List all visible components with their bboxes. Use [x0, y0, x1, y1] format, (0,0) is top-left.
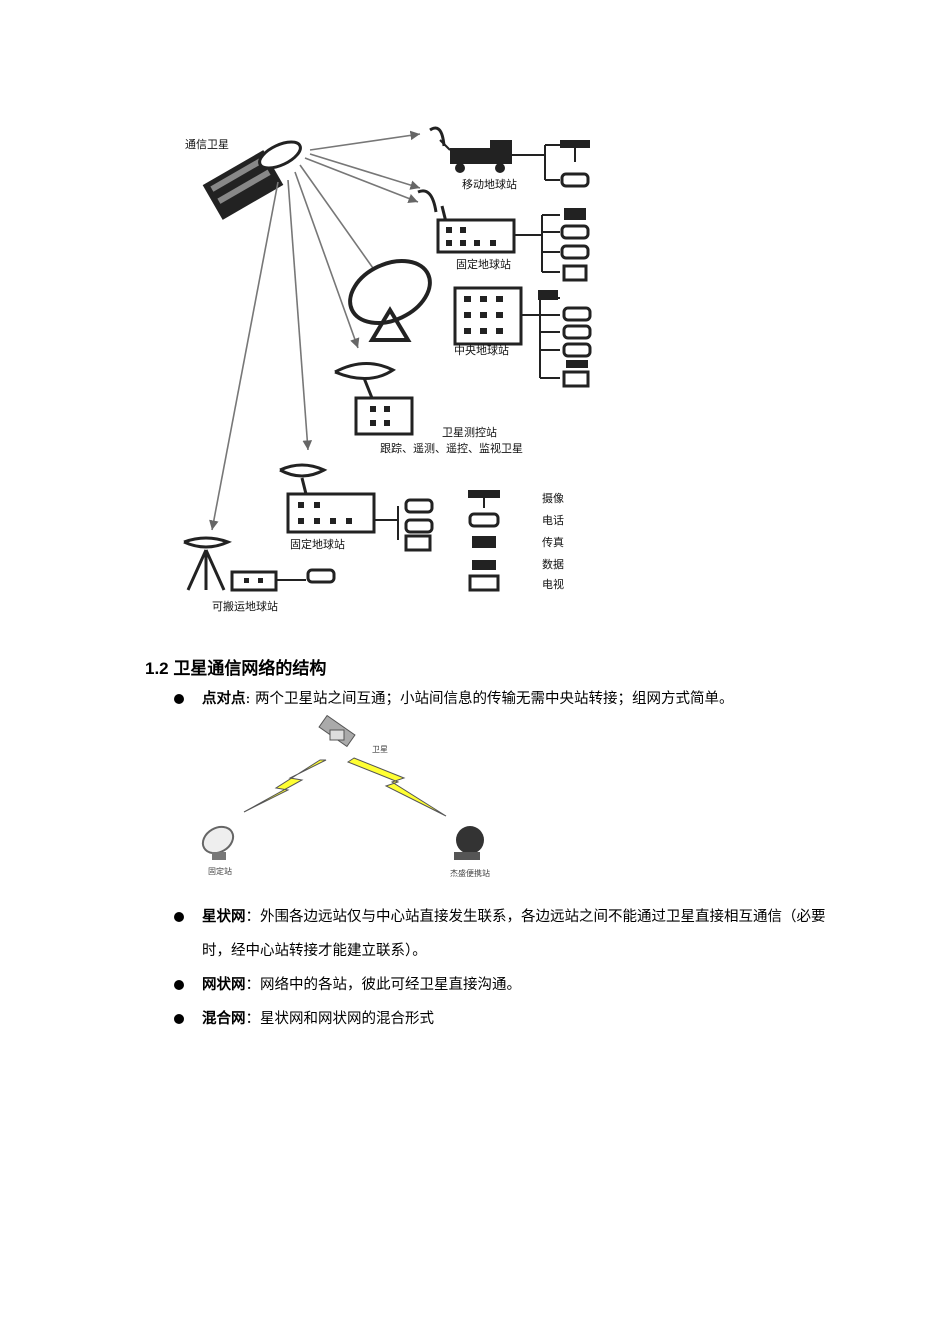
bullet-separator: ： [245, 1011, 261, 1027]
satellite-label: 通信卫星 [185, 138, 229, 151]
transportable-station-label: 可搬运地球站 [212, 599, 278, 613]
legend-label-fax: 传真 [542, 535, 564, 549]
tt-c-station-icon [334, 362, 414, 436]
bullet-icon [174, 1014, 184, 1024]
point-to-point-figure: 卫星 固定站 杰盛便携站 [190, 712, 520, 884]
legend-label-telephone: 电话 [542, 514, 564, 527]
bullet-separator: : [245, 691, 255, 707]
list-item: 点对点: 两个卫星站之间互通；小站间信息的传输无需中央站转接；组网方式简单。 [170, 682, 830, 716]
bullet-term: 点对点 [202, 691, 246, 707]
bullet-icon [174, 980, 184, 990]
legend-label-television: 电视 [542, 577, 564, 591]
point-to-point-diagram: 卫星 固定站 杰盛便携站 [201, 714, 490, 878]
data-terminal-icon [472, 560, 496, 570]
transportable-station-icon [183, 536, 336, 592]
bullet-term: 混合网 [202, 1011, 246, 1027]
legend [468, 490, 500, 592]
mobile-station-icon [429, 126, 590, 188]
fixed-station-top-label: 固定地球站 [456, 257, 511, 271]
list-item: 星状网：外围各边远站仅与中心站直接发生联系，各边远站之间不能通过卫星直接相互通信… [170, 900, 830, 968]
tt-c-description: 跟踪、遥测、遥控、监视卫星 [380, 441, 523, 455]
satellite-icon [318, 714, 356, 748]
fixed-station-top-icon [417, 189, 590, 282]
satellite-system-diagram: 通信卫星 移动地球站 [183, 126, 592, 613]
lightning-link-right [346, 757, 447, 817]
lightning-link-left [243, 759, 327, 813]
mobile-station-label: 移动地球站 [462, 177, 517, 191]
signal-links [209, 130, 421, 531]
bullet-icon [174, 912, 184, 922]
legend-label-camera: 摄像 [542, 491, 564, 505]
bullet-separator: ： [245, 909, 261, 925]
fixed-station-label: 固定站 [208, 866, 232, 876]
fixed-station-bottom-label: 固定地球站 [290, 537, 345, 551]
satellite-label: 卫星 [372, 745, 388, 754]
fax-icon [472, 536, 496, 548]
camera-icon [468, 490, 500, 508]
bullet-text: 星状网和网状网的混合形式 [260, 1011, 434, 1027]
central-station-icon [348, 259, 592, 388]
bullet-text: 外围各边远站仅与中心站直接发生联系，各边远站之间不能通过卫星直接相互通信（必要时… [202, 909, 826, 959]
bullet-separator: ： [245, 977, 261, 993]
bullet-icon [174, 694, 184, 704]
bullet-list-bottom: 星状网：外围各边远站仅与中心站直接发生联系，各边远站之间不能通过卫星直接相互通信… [170, 900, 830, 1036]
list-item: 网状网：网络中的各站，彼此可经卫星直接沟通。 [170, 968, 830, 1002]
tt-c-station-label: 卫星测控站 [442, 425, 497, 439]
fixed-station-icon [201, 825, 235, 860]
bullet-term: 星状网 [202, 909, 246, 925]
legend-label-data: 数据 [542, 557, 564, 571]
fixed-station-bottom-icon [279, 463, 434, 552]
bullet-list-top: 点对点: 两个卫星站之间互通；小站间信息的传输无需中央站转接；组网方式简单。 [170, 682, 830, 716]
section-heading: 1.2 卫星通信网络的结构 [145, 659, 327, 678]
satellite-system-figure: 通信卫星 移动地球站 [150, 110, 630, 620]
bullet-text: 两个卫星站之间互通；小站间信息的传输无需中央站转接；组网方式简单。 [255, 691, 734, 707]
portable-station-label: 杰盛便携站 [450, 868, 490, 878]
bullet-text: 网络中的各站，彼此可经卫星直接沟通。 [260, 977, 521, 993]
television-icon [468, 574, 500, 592]
portable-station-icon [454, 826, 484, 860]
central-station-label: 中央地球站 [454, 343, 509, 357]
bullet-term: 网状网 [202, 977, 246, 993]
telephone-icon [468, 512, 500, 528]
satellite-icon [202, 140, 302, 220]
list-item: 混合网：星状网和网状网的混合形式 [170, 1002, 830, 1036]
